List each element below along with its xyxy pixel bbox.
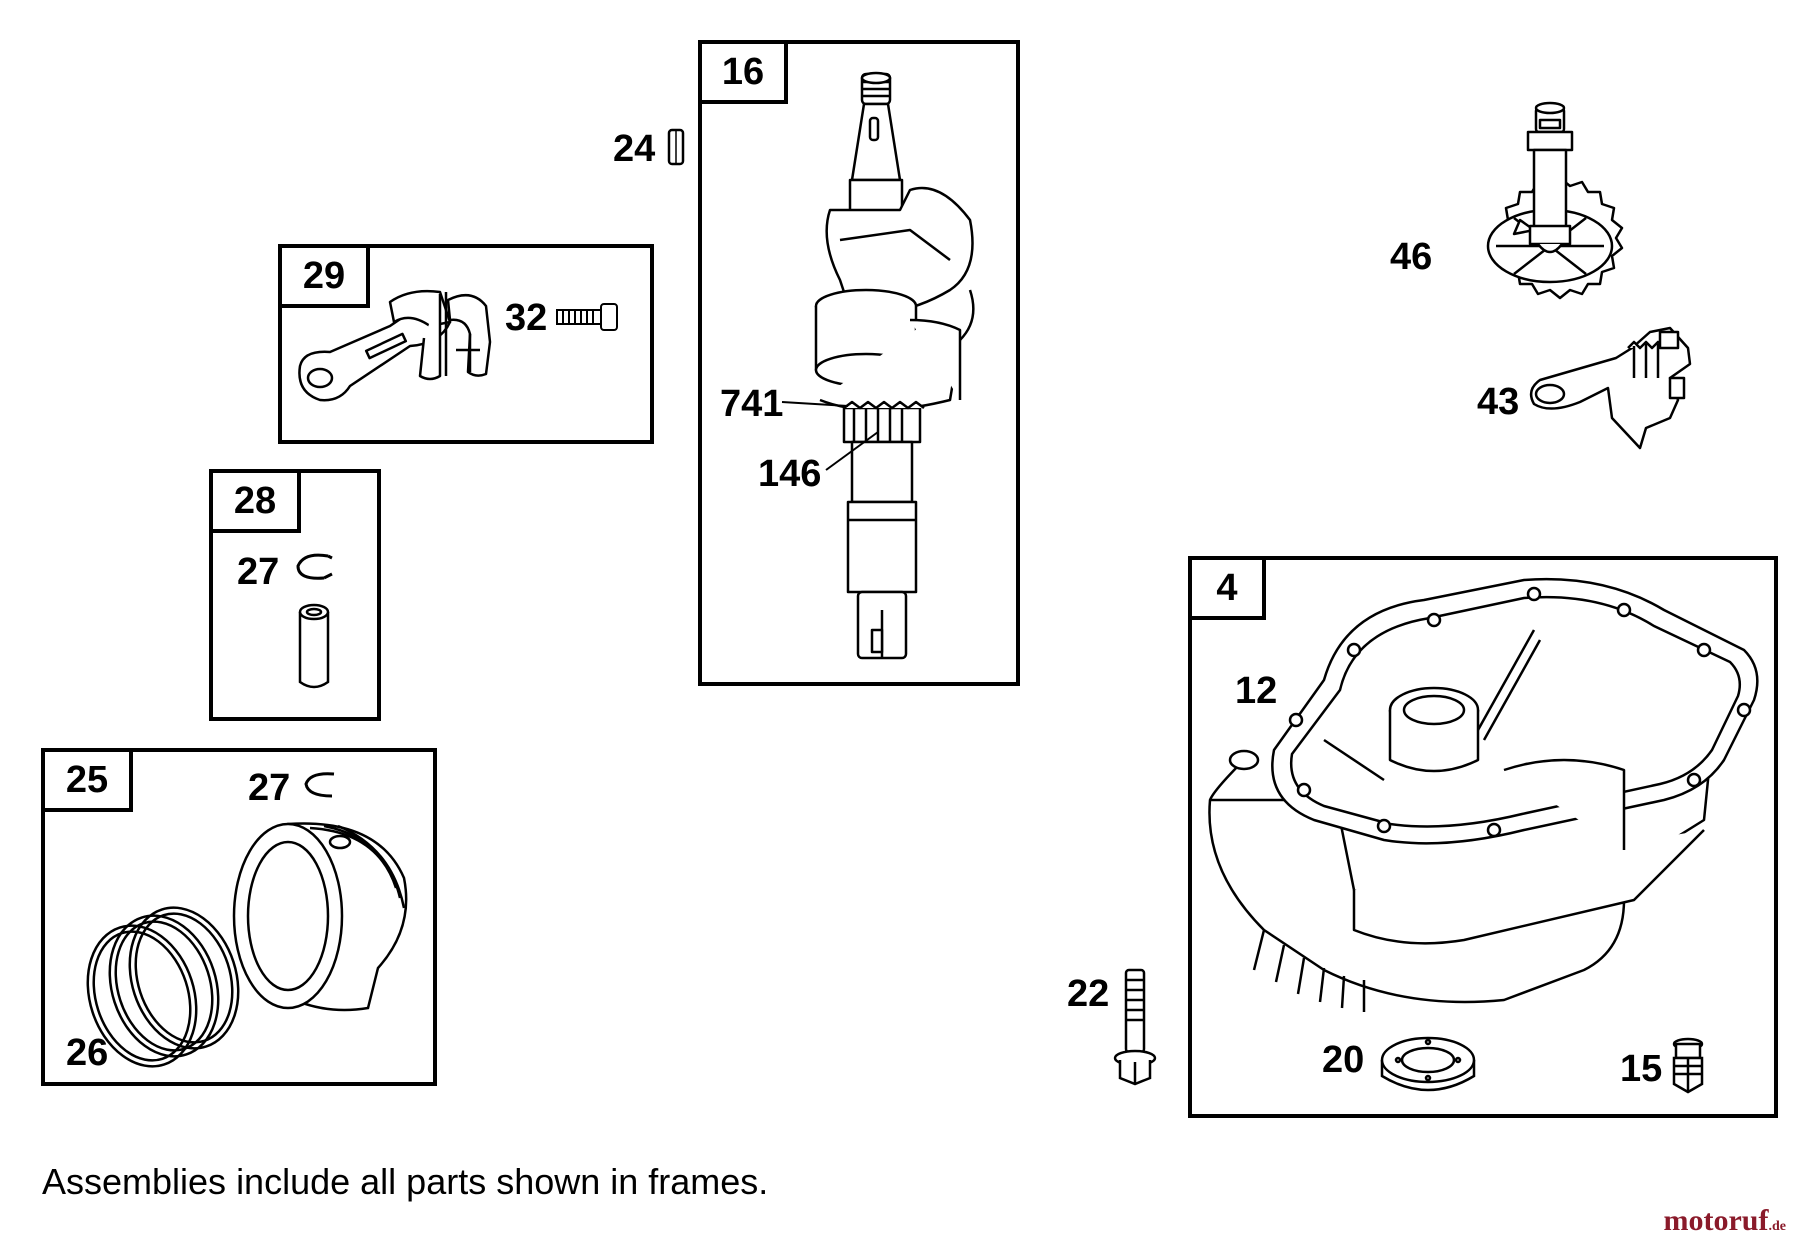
drain-plug-15-drawing <box>1670 1036 1706 1098</box>
camshaft-gear-drawing <box>1444 100 1656 320</box>
callout-24: 24 <box>613 128 656 170</box>
watermark-logo: motoruf.de <box>1664 1204 1786 1238</box>
watermark-brand: motoruf <box>1663 1204 1769 1237</box>
callout-20: 20 <box>1322 1039 1365 1081</box>
frame-number-16: 16 <box>702 44 788 104</box>
watermark-tld: .de <box>1768 1219 1787 1234</box>
piston-rings-drawing <box>84 900 244 1072</box>
key-part-24-drawing <box>666 126 688 170</box>
callout-46: 46 <box>1390 236 1433 278</box>
callout-26: 26 <box>66 1032 109 1074</box>
governor-assembly-drawing <box>1520 318 1700 452</box>
piston-drawing <box>228 818 414 1014</box>
frame-number-4: 4 <box>1192 560 1266 620</box>
assembly-note-caption: Assemblies include all parts shown in fr… <box>42 1161 769 1202</box>
callout-22: 22 <box>1067 973 1110 1015</box>
callout-27-wristpin: 27 <box>237 551 280 593</box>
assembly-frame-29: 29 <box>278 244 654 444</box>
callout-43: 43 <box>1477 381 1520 423</box>
callout-15: 15 <box>1620 1048 1663 1090</box>
callout-32: 32 <box>505 297 548 339</box>
callout-27-piston: 27 <box>248 767 291 809</box>
callout-741: 741 <box>720 383 784 425</box>
frame-number-25: 25 <box>45 752 133 812</box>
retainer-clip-drawing <box>292 550 340 584</box>
crankcase-sump-drawing <box>1204 570 1764 1030</box>
frame-number-29: 29 <box>282 248 370 308</box>
rod-bolt-drawing <box>555 300 621 336</box>
piston-clip-drawing <box>300 770 344 800</box>
assembly-frame-28: 28 <box>209 469 381 721</box>
crankshaft-drawing <box>780 70 1000 670</box>
connecting-rod-drawing <box>290 282 490 422</box>
callout-146: 146 <box>758 453 822 495</box>
frame-number-28: 28 <box>213 473 301 533</box>
bolt-22-drawing <box>1112 966 1158 1088</box>
callout-12: 12 <box>1235 670 1278 712</box>
wrist-pin-drawing <box>296 602 332 694</box>
oil-seal-20-drawing <box>1378 1034 1478 1104</box>
